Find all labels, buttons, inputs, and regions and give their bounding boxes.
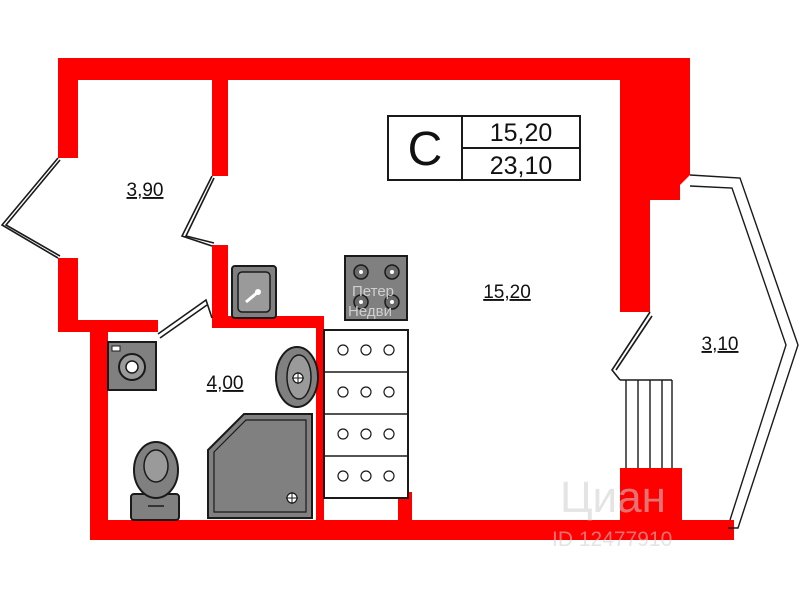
badge-total-area: 23,10 xyxy=(490,152,553,180)
wall-right-upper xyxy=(620,58,690,312)
washing-machine xyxy=(107,341,157,391)
doors xyxy=(0,157,799,529)
apartment-badge: С 15,20 23,10 xyxy=(387,115,581,181)
watermark-listing-id: ID 12477910 xyxy=(552,528,672,551)
entrance-door xyxy=(0,157,59,259)
balcony-area-label: 3,10 xyxy=(702,334,739,355)
wall-left-lower xyxy=(58,258,78,328)
bathroom-fixtures xyxy=(107,341,319,521)
watermark-agency-line1: Петер xyxy=(352,283,394,300)
walls xyxy=(58,58,734,540)
hallway-area-label: 3,90 xyxy=(127,180,164,201)
wall-left-upper xyxy=(58,58,78,158)
balcony-door xyxy=(611,311,651,381)
wall-partition-lower xyxy=(212,245,228,323)
wardrobe xyxy=(323,329,409,499)
bathroom-area-label: 4,00 xyxy=(207,373,244,394)
wall-hall-bottom xyxy=(58,320,158,332)
living-door xyxy=(180,175,213,247)
kitchen-fixtures xyxy=(231,255,408,321)
wall-bath-left xyxy=(90,330,108,540)
wall-bath-right xyxy=(316,328,324,522)
balcony-outline xyxy=(689,174,799,529)
badge-living-area: 15,20 xyxy=(490,119,553,147)
room-labels: 3,90 15,20 4,00 3,10 xyxy=(127,180,739,394)
wall-kitchen-stub xyxy=(398,492,412,522)
wall-partition-upper xyxy=(212,76,228,176)
watermark: Петер Недви Циан ID 12477910 xyxy=(348,283,672,551)
badge-letter: С xyxy=(408,123,443,176)
living-room-area-label: 15,20 xyxy=(483,282,531,303)
wall-top xyxy=(58,58,690,80)
wall-bottom xyxy=(90,520,734,540)
bathroom-door xyxy=(157,298,213,335)
shower-tray xyxy=(207,413,313,519)
watermark-brand: Циан xyxy=(560,473,666,522)
watermark-agency-line2: Недви xyxy=(348,303,392,320)
